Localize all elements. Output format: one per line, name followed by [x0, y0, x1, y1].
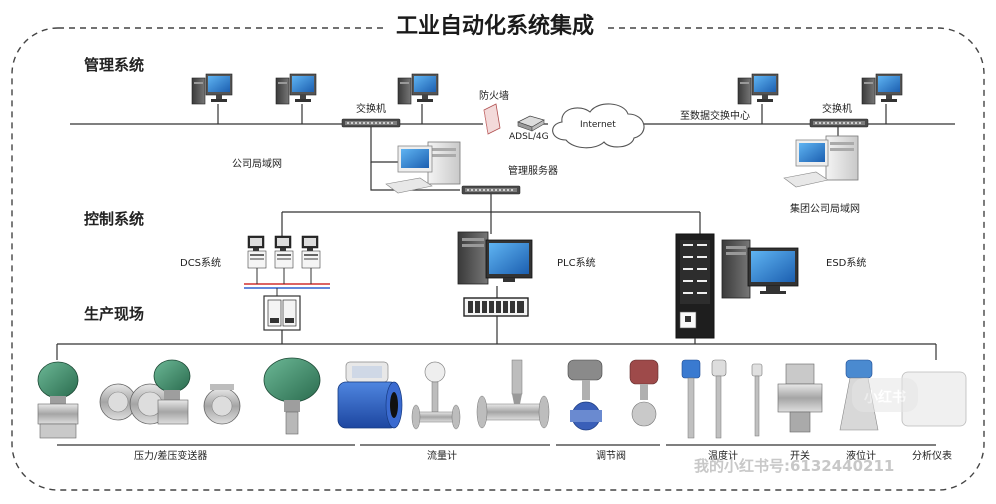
pressure-transmitters — [37, 357, 321, 439]
watermark-text: 我的小红书号:6132440211 — [694, 457, 895, 475]
label-control-valve: 调节阀 — [596, 451, 626, 462]
dcs-controller — [263, 295, 301, 331]
label-mgmt-server: 管理服务器 — [508, 166, 558, 177]
group-lan-server — [783, 135, 859, 188]
switch-left — [341, 118, 401, 128]
label-switch-left: 交换机 — [356, 104, 386, 115]
internet-cloud — [552, 103, 645, 149]
plc-workstation — [457, 231, 533, 285]
management-server — [385, 141, 461, 194]
switch-right — [809, 118, 869, 128]
dcs-fieldbus — [244, 268, 330, 296]
label-adsl: ADSL/4G — [509, 132, 549, 142]
section-control: 控制系统 — [84, 210, 145, 228]
plc-rack — [463, 297, 529, 317]
label-switch-right: 交换机 — [822, 104, 852, 115]
label-level-meter: 液位计 — [846, 451, 876, 462]
label-plc: PLC系统 — [557, 258, 596, 269]
control-bus-lines — [281, 194, 701, 298]
esd-workstation — [721, 239, 799, 299]
esd-cabinet — [675, 233, 715, 339]
label-company-lan: 公司局域网 — [232, 159, 282, 170]
switch-server — [461, 185, 521, 195]
label-esd: ESD系统 — [826, 258, 867, 269]
label-pressure-transmitter: 压力/差压变送器 — [134, 451, 208, 462]
label-flow-meter: 流量计 — [427, 451, 457, 462]
xiaohongshu-logo-watermark: 小红书 — [852, 378, 918, 412]
adsl-modem — [517, 115, 545, 132]
management-workstations — [191, 73, 903, 105]
dcs-workstations — [247, 235, 321, 269]
label-analyzer: 分析仪表 — [912, 451, 952, 462]
label-internet: Internet — [580, 120, 616, 130]
label-data-exchange: 至数据交换中心 — [680, 111, 750, 122]
control-valves — [567, 359, 659, 431]
firewall-device — [483, 103, 501, 135]
pressure-switch — [777, 363, 823, 433]
label-firewall: 防火墙 — [479, 91, 509, 102]
label-switch-instrument: 开关 — [790, 451, 810, 462]
label-dcs: DCS系统 — [180, 258, 222, 269]
svg-text:小红书: 小红书 — [864, 389, 906, 406]
section-management: 管理系统 — [84, 56, 145, 74]
flow-meters — [337, 359, 550, 430]
label-group-lan: 集团公司局域网 — [790, 204, 860, 215]
label-temperature: 温度计 — [708, 451, 738, 462]
field-bus-lines — [56, 316, 937, 446]
temperature-gauges — [681, 359, 763, 439]
section-field: 生产现场 — [84, 305, 145, 323]
diagram-title: 工业自动化系统集成 — [386, 16, 605, 38]
